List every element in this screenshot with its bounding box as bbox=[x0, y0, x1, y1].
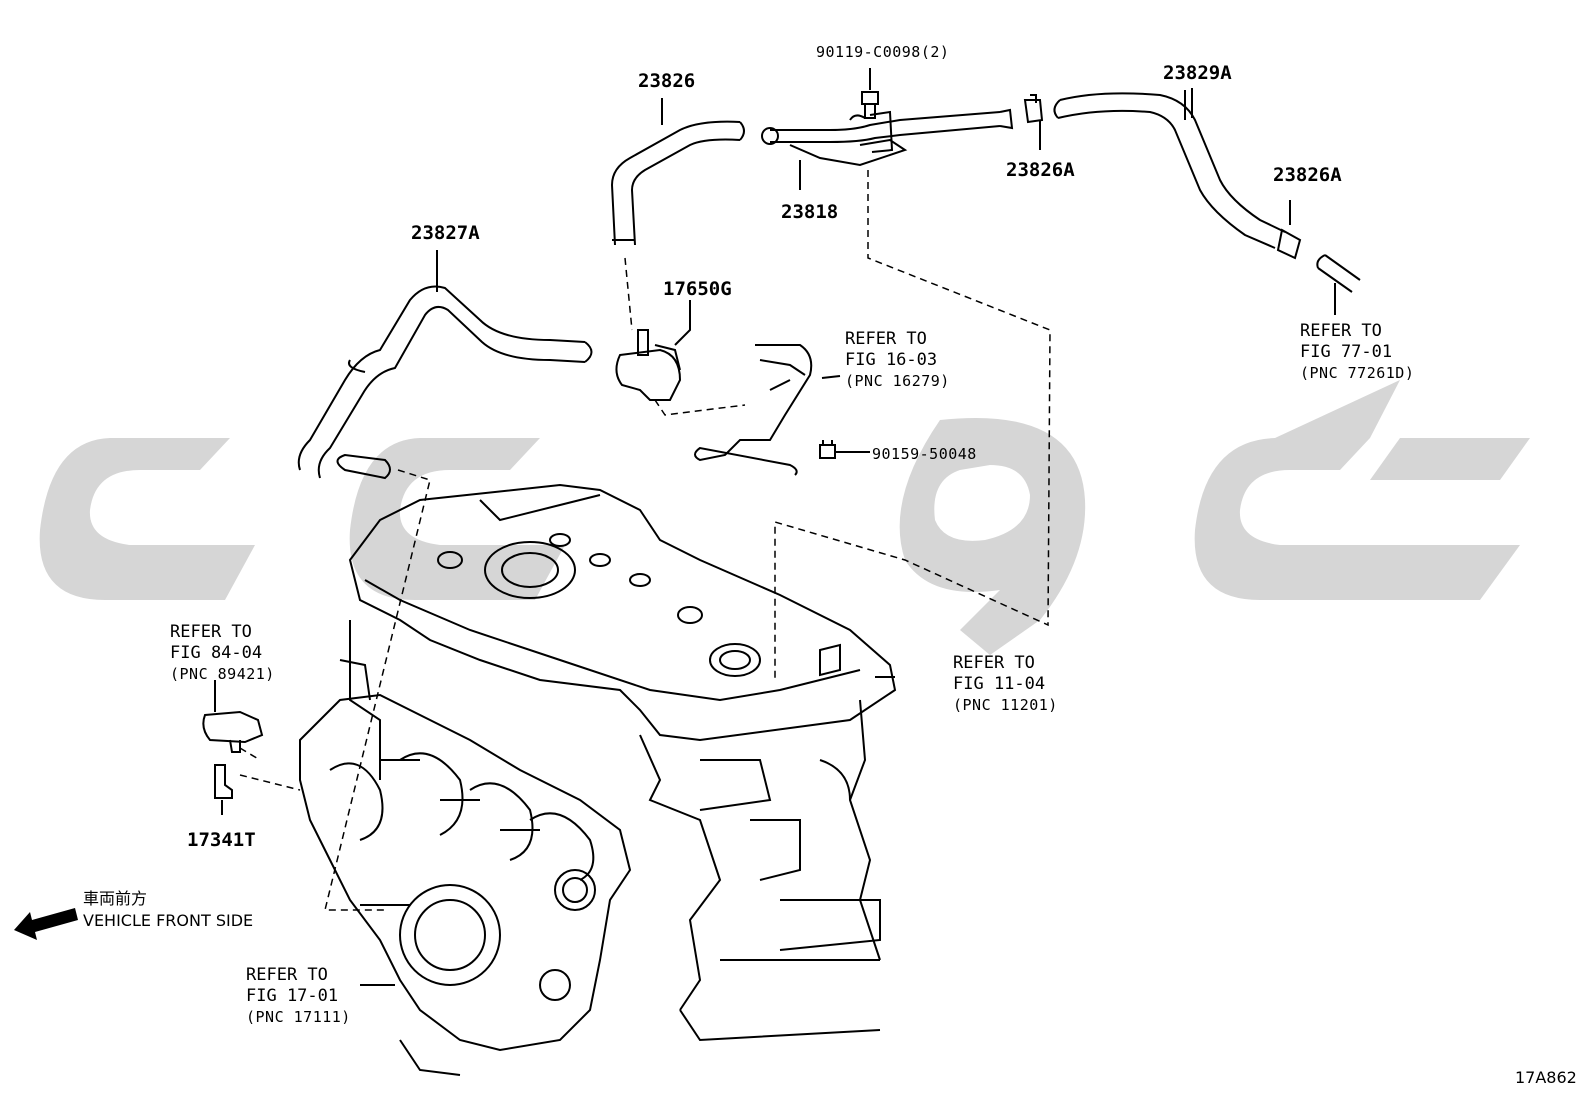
bracket-16279 bbox=[694, 344, 841, 476]
ref-line: FIG 17-01 bbox=[246, 986, 339, 1006]
hose-23829A bbox=[1053, 90, 1286, 249]
ref-pnc: (PNC 16279) bbox=[845, 372, 950, 390]
part-label-23826A-top: 23826A bbox=[1006, 159, 1075, 181]
sensor-89421 bbox=[202, 680, 264, 753]
bolt-90119 bbox=[861, 68, 879, 119]
hose-23826 bbox=[610, 120, 745, 246]
dashed-lines bbox=[239, 170, 1051, 911]
front-indicator: 車両前方 VEHICLE FRONT SIDE bbox=[83, 888, 253, 932]
clamp-23826A-top bbox=[1023, 94, 1044, 150]
front-indicator-en: VEHICLE FRONT SIDE bbox=[83, 911, 254, 930]
part-label-23826A-right: 23826A bbox=[1273, 164, 1342, 186]
watermark-logo bbox=[39, 380, 1530, 655]
part-label-17341T: 17341T bbox=[187, 829, 256, 851]
reference-fig-11-04: REFER TO FIG 11-04 (PNC 11201) bbox=[953, 653, 1058, 716]
part-label-23829A: 23829A bbox=[1163, 62, 1232, 84]
reference-fig-84-04: REFER TO FIG 84-04 (PNC 89421) bbox=[170, 622, 275, 685]
part-label-23827A: 23827A bbox=[411, 222, 480, 244]
part-label-23826: 23826 bbox=[638, 70, 696, 92]
engine-cover bbox=[348, 483, 897, 742]
part-label-17650G: 17650G bbox=[663, 278, 732, 300]
ref-pnc: (PNC 17111) bbox=[246, 1008, 351, 1026]
ref-line: FIG 77-01 bbox=[1300, 342, 1393, 362]
part-label-90159: 90159-50048 bbox=[872, 445, 977, 463]
part-label-23818: 23818 bbox=[781, 201, 839, 223]
reference-fig-17-01: REFER TO FIG 17-01 (PNC 17111) bbox=[246, 965, 351, 1028]
ref-line: REFER TO bbox=[246, 965, 328, 985]
hose-17341T bbox=[214, 764, 233, 815]
figure-code: 17A862 bbox=[1515, 1068, 1577, 1087]
front-indicator-jp: 車両前方 bbox=[83, 889, 148, 908]
ref-line: REFER TO bbox=[953, 653, 1035, 673]
ref-line: FIG 11-04 bbox=[953, 674, 1046, 694]
intake-manifold bbox=[299, 659, 632, 1076]
hose-23827A bbox=[297, 285, 593, 480]
ref-pnc: (PNC 11201) bbox=[953, 696, 1058, 714]
reference-fig-77-01: REFER TO FIG 77-01 (PNC 77261D) bbox=[1300, 321, 1414, 384]
line-art bbox=[202, 68, 1361, 1076]
front-arrow-icon bbox=[14, 908, 78, 940]
ref-pnc: (PNC 77261D) bbox=[1300, 364, 1415, 382]
ref-pnc: (PNC 89421) bbox=[170, 665, 275, 683]
engine-block bbox=[349, 620, 881, 1042]
valve-17650G bbox=[615, 300, 691, 401]
ref-line: FIG 84-04 bbox=[170, 643, 263, 663]
ref-line: REFER TO bbox=[170, 622, 252, 642]
ref-line: FIG 16-03 bbox=[845, 350, 938, 370]
reference-fig-16-03: REFER TO FIG 16-03 (PNC 16279) bbox=[845, 329, 950, 392]
ref-line: REFER TO bbox=[845, 329, 927, 349]
pipe-23818 bbox=[761, 108, 1014, 167]
ref-line: REFER TO bbox=[1300, 321, 1382, 341]
bolt-90159 bbox=[819, 440, 870, 459]
part-label-90119: 90119-C0098(2) bbox=[816, 43, 950, 61]
clamp-23826A-right bbox=[1276, 200, 1302, 260]
hose-end-right bbox=[1316, 254, 1361, 293]
